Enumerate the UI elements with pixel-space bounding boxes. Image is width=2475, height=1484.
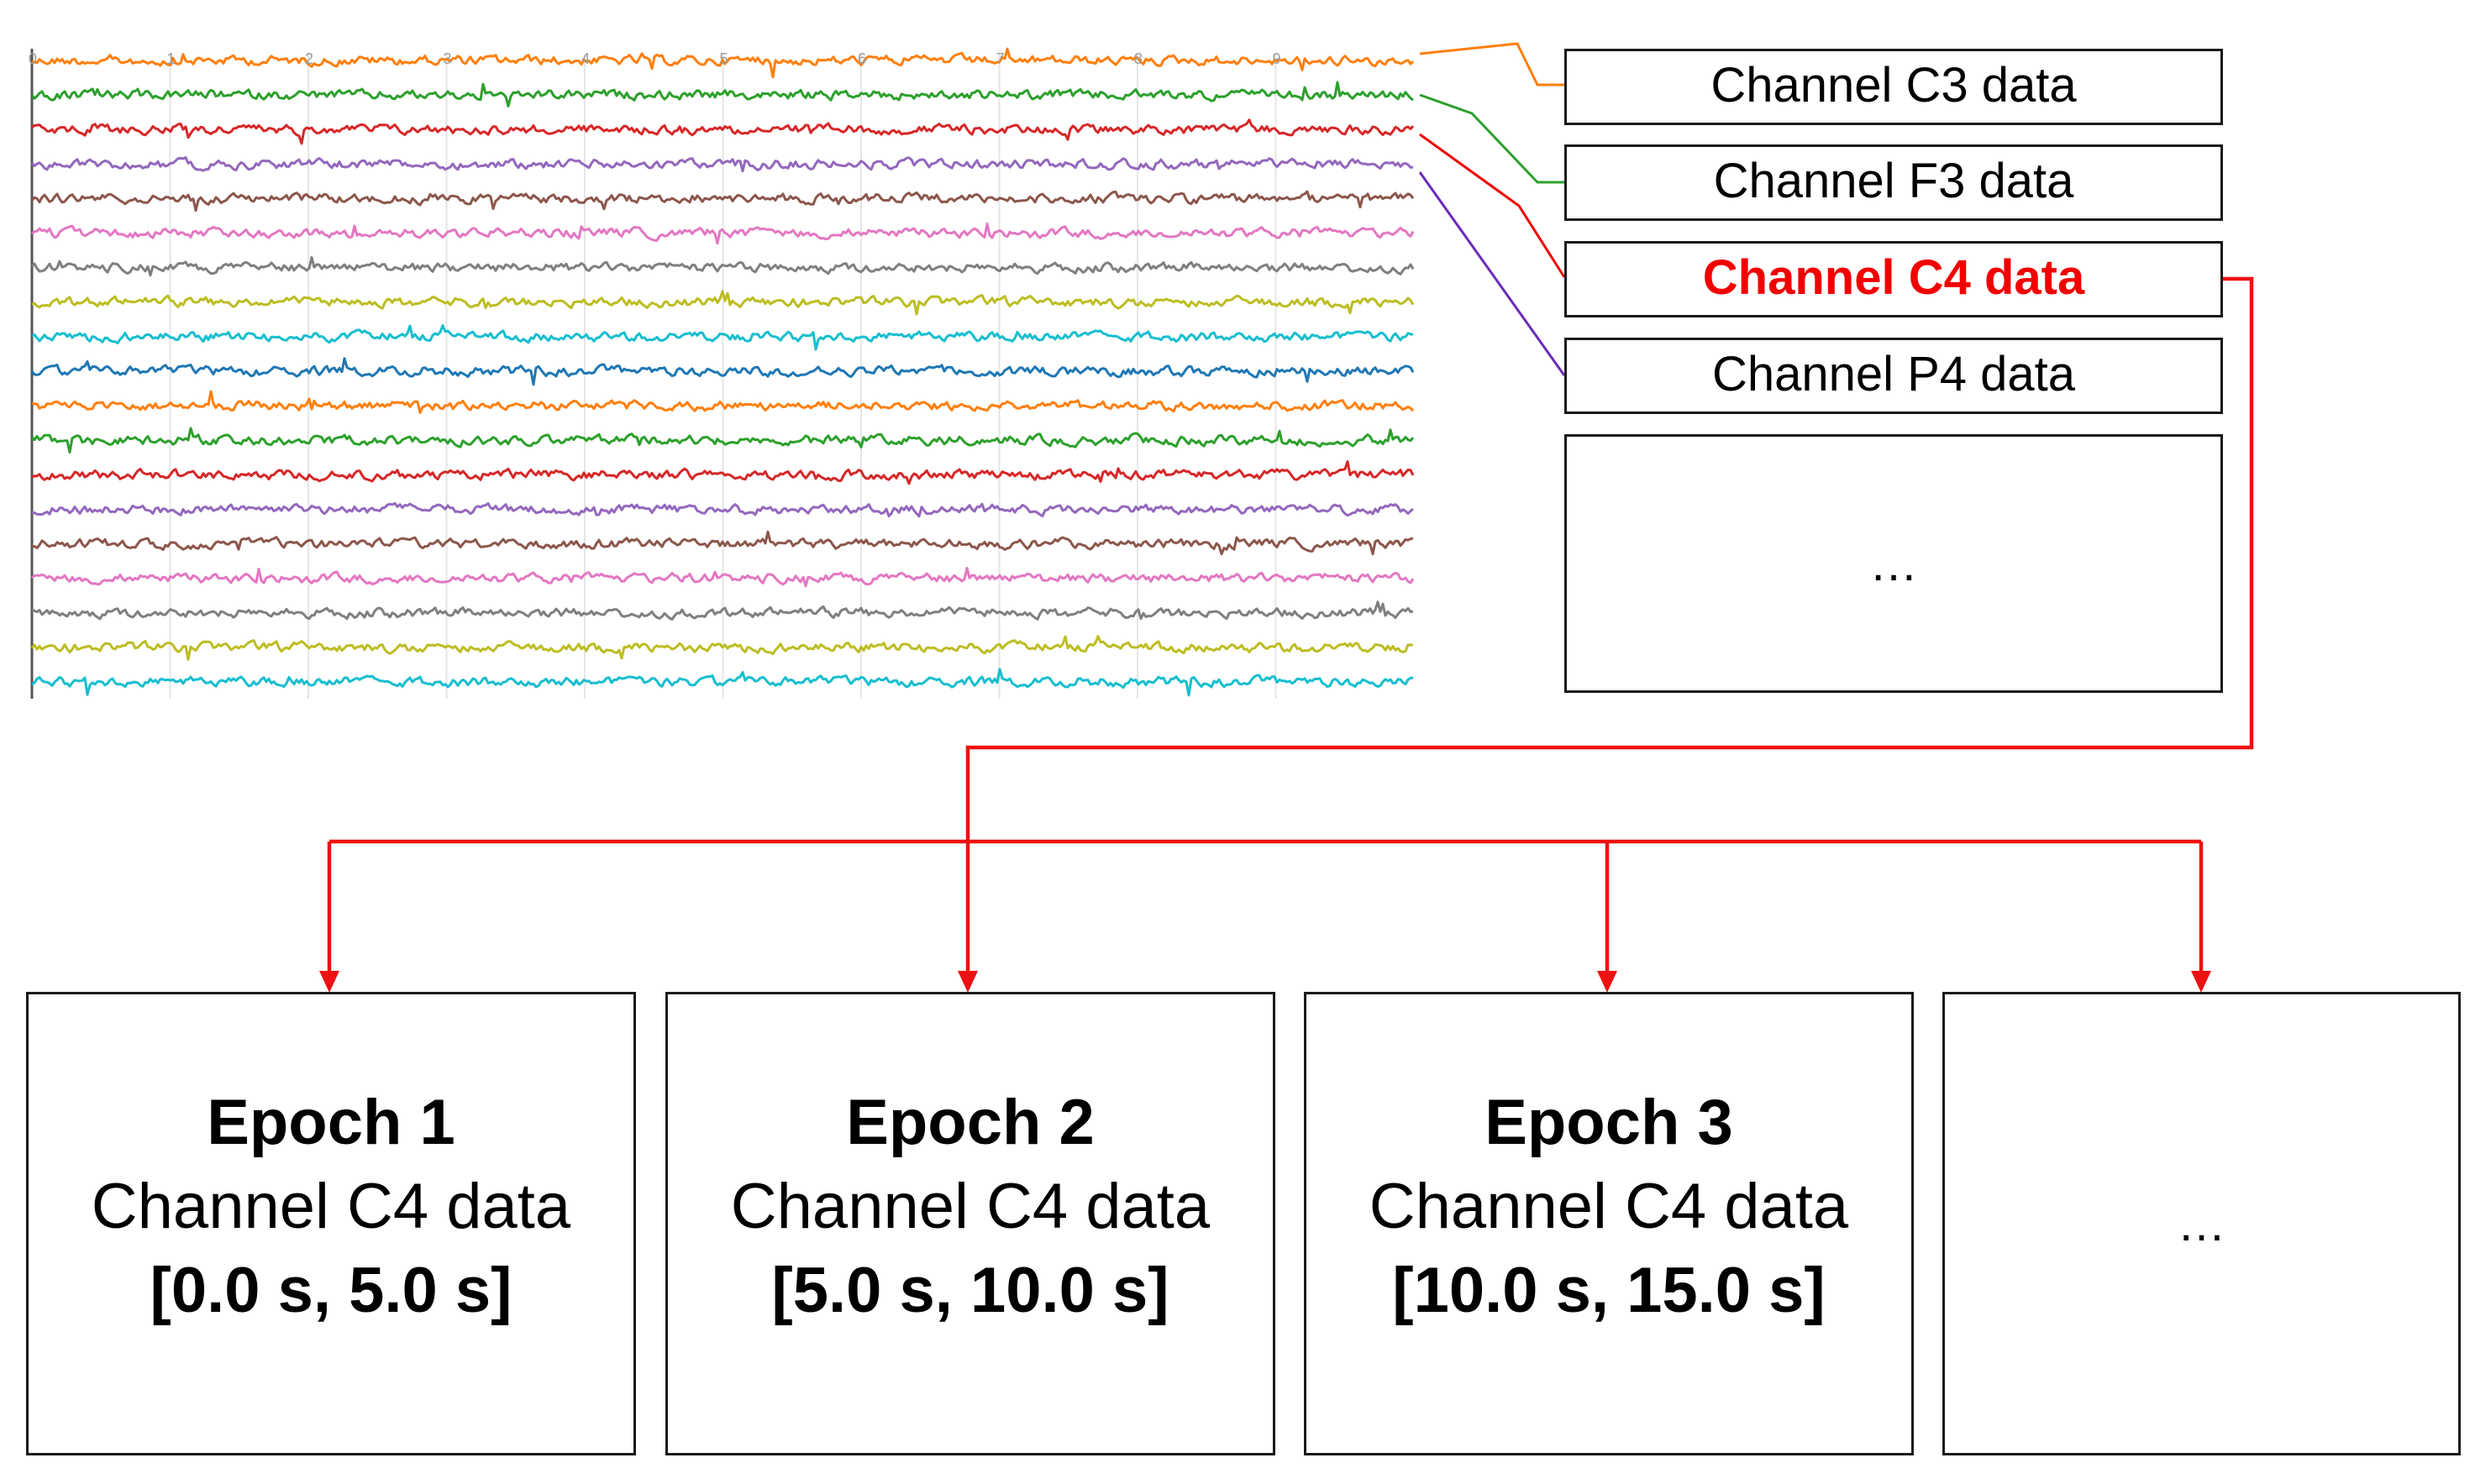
eeg-tick-label: 1	[167, 50, 176, 67]
eeg-tick-label: 4	[581, 50, 590, 67]
epoch-3-range: [10.0 s, 15.0 s]	[1392, 1255, 1826, 1327]
eeg-trace-10	[30, 357, 1415, 386]
eeg-trace-7	[30, 255, 1415, 277]
eeg-tick-label: 9	[1273, 50, 1281, 67]
epoch-3-channel: Channel C4 data	[1369, 1170, 1849, 1242]
eeg-tick-label: 2	[305, 50, 313, 67]
channel-more-ellipsis: …	[1869, 536, 1918, 591]
epoch-box-more: …	[1942, 992, 2461, 1455]
epoch-box-3: Epoch 3 Channel C4 data [10.0 s, 15.0 s]	[1304, 992, 1914, 1455]
channel-box-c3: Channel C3 data	[1564, 49, 2223, 125]
eeg-trace-12	[30, 427, 1415, 454]
eeg-trace-13	[31, 460, 1415, 485]
eeg-tick-label: 3	[444, 50, 452, 67]
eeg-trace-4	[30, 156, 1414, 173]
eeg-tick-label: 7	[996, 50, 1005, 67]
channel-c3-label: Channel C3 data	[1710, 57, 2077, 113]
channel-c4-label: Channel C4 data	[1702, 249, 2085, 305]
channel-box-p4: Channel P4 data	[1564, 338, 2223, 414]
epoch-3-title: Epoch 3	[1484, 1086, 1733, 1158]
eeg-tick-label: 6	[858, 50, 866, 67]
arrowhead-1	[319, 971, 339, 993]
epoch-2-channel: Channel C4 data	[730, 1170, 1211, 1242]
eeg-trace-18	[30, 635, 1414, 661]
channel-box-more: …	[1564, 434, 2223, 693]
eeg-trace-8	[31, 290, 1415, 316]
c4-to-epochs-line	[965, 276, 2254, 974]
eeg-trace-5	[30, 190, 1415, 212]
eeg-tick-label: 8	[1134, 50, 1143, 67]
epoch-more-ellipsis: …	[2177, 1196, 2226, 1251]
eeg-trace-2	[30, 81, 1414, 107]
channel-f3-label: Channel F3 data	[1713, 153, 2074, 208]
epoch-box-1: Epoch 1 Channel C4 data [0.0 s, 5.0 s]	[26, 992, 636, 1455]
eeg-tick-label: 5	[720, 50, 728, 67]
arrowhead-4	[2191, 971, 2211, 993]
eeg-grid	[30, 49, 1277, 699]
epoch-1-channel: Channel C4 data	[91, 1170, 571, 1242]
channel-connectors	[1418, 42, 1566, 376]
epoch-1-title: Epoch 1	[207, 1086, 455, 1158]
epoch-2-title: Epoch 2	[846, 1086, 1095, 1158]
eeg-tick-labels: 0 1 2 3 4 5 6 7 8 9	[29, 50, 1281, 67]
eeg-trace-3	[31, 118, 1415, 145]
eeg-trace-16	[31, 566, 1415, 588]
eeg-traces	[30, 47, 1415, 697]
connector-f3	[1419, 93, 1564, 184]
eeg-trace-17	[31, 600, 1414, 621]
eeg-trace-19	[31, 668, 1414, 697]
connector-p4	[1418, 171, 1566, 376]
epoch-box-2: Epoch 2 Channel C4 data [5.0 s, 10.0 s]	[665, 992, 1275, 1455]
epoch-arrows	[319, 276, 2254, 993]
epoch-1-range: [0.0 s, 5.0 s]	[150, 1255, 512, 1327]
eeg-trace-1	[31, 47, 1415, 79]
eeg-tick-label: 0	[29, 50, 37, 67]
channel-box-f3: Channel F3 data	[1564, 144, 2223, 221]
epoch-2-range: [5.0 s, 10.0 s]	[771, 1255, 1169, 1327]
eeg-trace-15	[31, 530, 1414, 556]
connector-c3	[1419, 42, 1564, 87]
arrowhead-3	[1597, 971, 1617, 993]
eeg-trace-14	[32, 501, 1414, 518]
eeg-trace-9	[31, 324, 1414, 351]
arrowhead-2	[958, 971, 978, 993]
eeg-trace-11	[31, 390, 1415, 414]
channel-p4-label: Channel P4 data	[1711, 346, 2076, 401]
connector-c4	[1419, 133, 1566, 278]
eeg-trace-6	[31, 222, 1415, 245]
channel-box-c4: Channel C4 data	[1564, 241, 2223, 317]
